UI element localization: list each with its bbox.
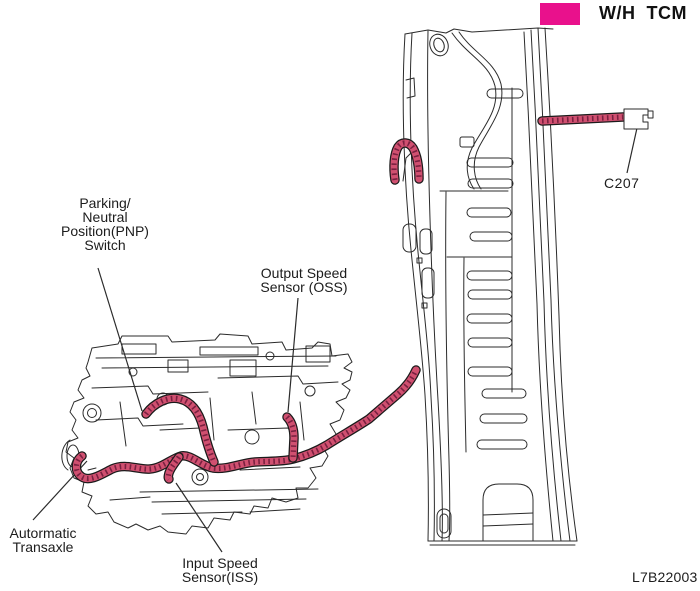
label-pnp-line1: Parking/ [79, 195, 131, 211]
label-oss-line1: Output Speed [260, 265, 348, 281]
label-iss-line2: Sensor(ISS) [181, 569, 259, 585]
label-pnp-line4: Switch [84, 237, 126, 253]
label-connector-c207: C207 [604, 175, 640, 191]
label-oss-line2: Sensor (OSS) [260, 279, 348, 295]
label-oss: Output Speed Sensor (OSS) [254, 266, 354, 294]
wire-harness-connector-run [542, 117, 623, 121]
leader-line-c207 [626, 127, 638, 174]
wire-harness-oss-branch [287, 417, 294, 458]
label-pnp-line3: Position(PNP) [61, 223, 149, 239]
figure-code: L7B22003 [632, 569, 698, 585]
label-transaxle: Autormatic Transaxle [0, 526, 86, 554]
label-pnp-switch: Parking/ Neutral Position(PNP) Switch [40, 196, 170, 252]
label-transaxle-line1: Autormatic [9, 525, 77, 541]
wire-harness [76, 117, 623, 479]
legend-color-swatch [540, 3, 580, 25]
connector-c207-drawing [623, 108, 654, 130]
body-panel-drawing [402, 27, 578, 546]
leader-line-oss [287, 297, 299, 413]
label-iss: Input Speed Sensor(ISS) [170, 556, 270, 584]
label-transaxle-line2: Transaxle [12, 539, 74, 555]
transaxle-drawing [61, 333, 353, 535]
wire-harness-panel-hook [394, 143, 419, 180]
legend-label: W/H TCM [599, 3, 687, 23]
label-pnp-line2: Neutral [82, 209, 128, 225]
label-iss-line1: Input Speed [182, 555, 258, 571]
panel-vent-slots [466, 88, 528, 450]
leader-line-pnp [97, 267, 143, 412]
leader-line-iss [175, 482, 223, 553]
